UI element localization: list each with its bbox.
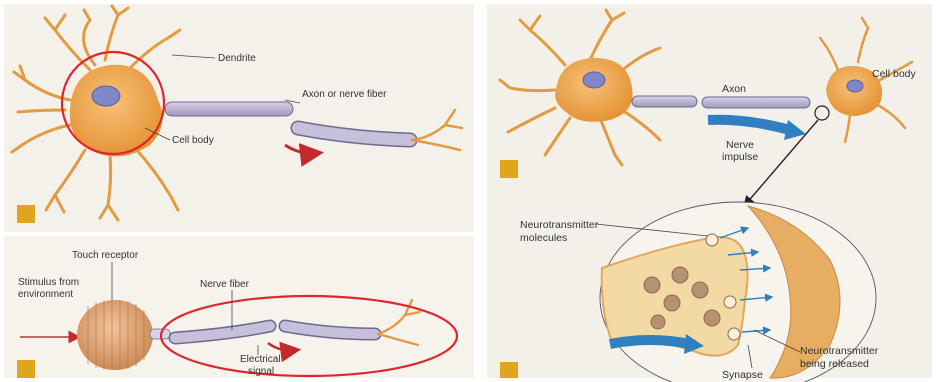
left-bottom-panel: Touch receptor Stimulus from environment… (4, 236, 474, 378)
right-panel: Axon Cell body Nerve impulse (487, 4, 932, 382)
left-top-panel: Dendrite Axon or nerve fiber Cell body (4, 4, 474, 232)
label-electrical-line2: signal (248, 366, 274, 377)
label-touch-receptor: Touch receptor (72, 250, 139, 261)
label-stimulus-line2: environment (18, 289, 73, 300)
label-cell-body: Cell body (172, 135, 214, 146)
label-synapse: Synapse (722, 369, 763, 381)
label-electrical-line1: Electrical (240, 354, 281, 365)
nucleus (92, 86, 120, 106)
marker-square (17, 205, 35, 223)
axon-segment (632, 96, 697, 107)
touch-receptor (77, 300, 153, 370)
nucleus (847, 80, 863, 92)
label-axon: Axon or nerve fiber (302, 89, 387, 100)
label-axon: Axon (722, 83, 746, 95)
axon-segment (702, 97, 810, 108)
panel-separator (479, 0, 483, 382)
label-dendrite: Dendrite (218, 53, 256, 64)
label-nt-released-line1: Neurotransmitter (800, 345, 879, 357)
marker-square (500, 160, 518, 178)
label-nerve-fiber: Nerve fiber (200, 279, 250, 290)
label-nt-molecules-line1: Neurotransmitter (520, 219, 599, 231)
axon-segment (165, 102, 293, 116)
label-impulse-line1: Nerve (726, 139, 754, 151)
label-nt-molecules-line2: molecules (520, 232, 567, 244)
nucleus (583, 72, 605, 88)
label-cell-body: Cell body (872, 68, 917, 80)
marker-square (500, 362, 518, 378)
marker-square (17, 360, 35, 378)
label-nt-released-line2: being released (800, 358, 869, 370)
label-impulse-line2: impulse (722, 151, 758, 163)
label-stimulus-line1: Stimulus from (18, 277, 79, 288)
impulse-arrow-bottom-icon (610, 340, 690, 344)
cell-body-left (555, 58, 632, 122)
